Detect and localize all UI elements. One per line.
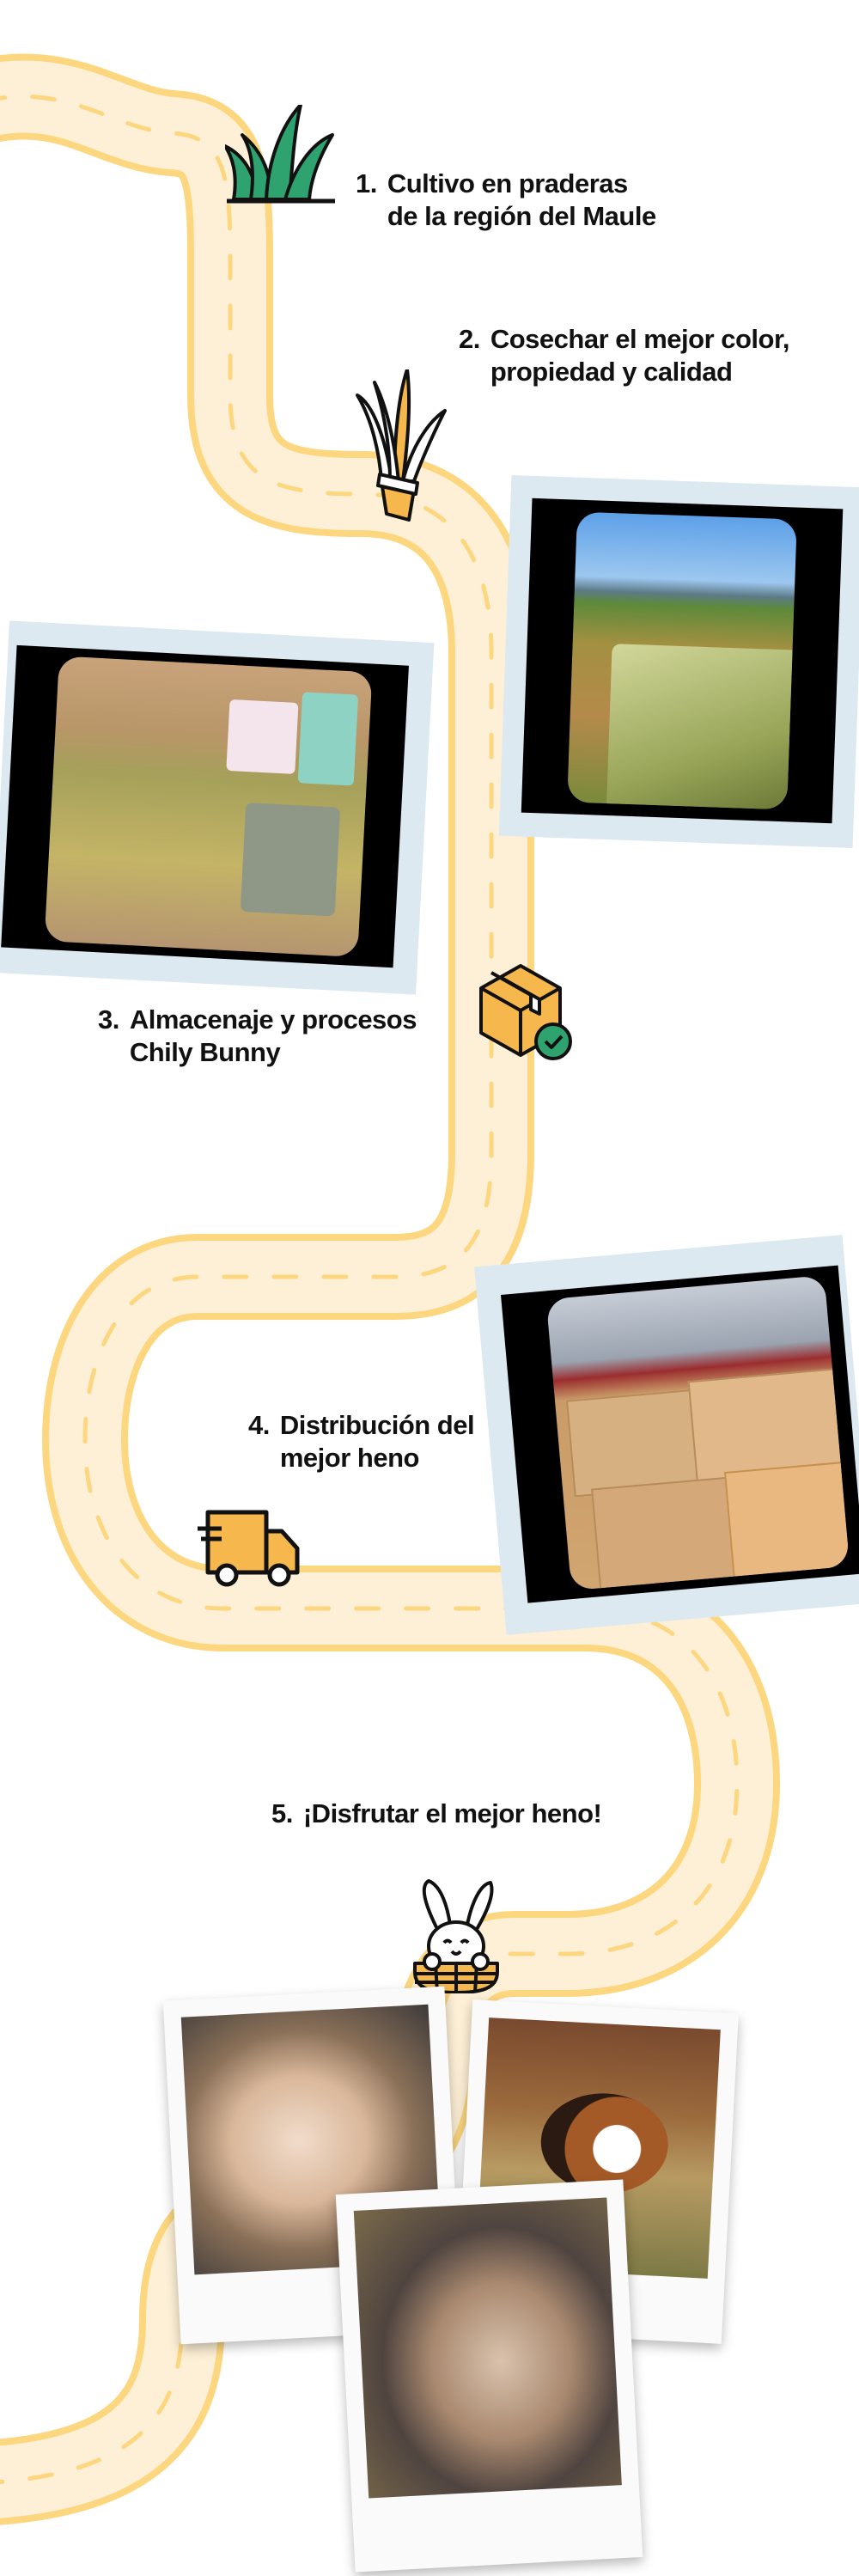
step-number: 5. xyxy=(271,1798,293,1828)
photo-frame-boxes xyxy=(474,1235,859,1635)
hay-field-photo xyxy=(567,511,797,810)
step-line: Distribución del xyxy=(279,1410,475,1440)
step-line: Almacenaje y procesos xyxy=(129,1004,417,1035)
step-text: Cosechar el mejor color,propiedad y cali… xyxy=(490,323,790,388)
step-line: mejor heno xyxy=(279,1443,420,1473)
grass-icon xyxy=(225,105,335,204)
lop-rabbit-photo xyxy=(353,2197,622,2499)
photo-frame-hay-box xyxy=(0,620,435,995)
step-number: 1. xyxy=(356,168,377,198)
hay-bundle-icon xyxy=(356,369,447,522)
step-line: Cosechar el mejor color, xyxy=(490,324,790,354)
step-text: ¡Disfrutar el mejor heno! xyxy=(302,1798,602,1828)
polaroid-lop-rabbit xyxy=(335,2179,643,2573)
hay-box-photo xyxy=(44,656,373,958)
step-number: 2. xyxy=(459,324,480,354)
photo-frame-hay-field xyxy=(498,474,859,849)
step-5-label: 5. ¡Disfrutar el mejor heno! xyxy=(271,1798,602,1830)
step-line: propiedad y calidad xyxy=(490,357,733,387)
boxes-photo xyxy=(545,1275,850,1591)
bunny-basket-icon xyxy=(413,1879,499,1993)
package-check-icon xyxy=(479,964,572,1060)
step-number: 4. xyxy=(248,1410,270,1440)
step-2-label: 2. Cosechar el mejor color,propiedad y c… xyxy=(459,323,789,388)
step-line: Chily Bunny xyxy=(129,1037,281,1067)
step-line: de la región del Maule xyxy=(387,201,656,231)
delivery-truck-icon xyxy=(198,1510,300,1587)
step-line: Cultivo en praderas xyxy=(387,168,628,198)
step-number: 3. xyxy=(98,1004,119,1035)
